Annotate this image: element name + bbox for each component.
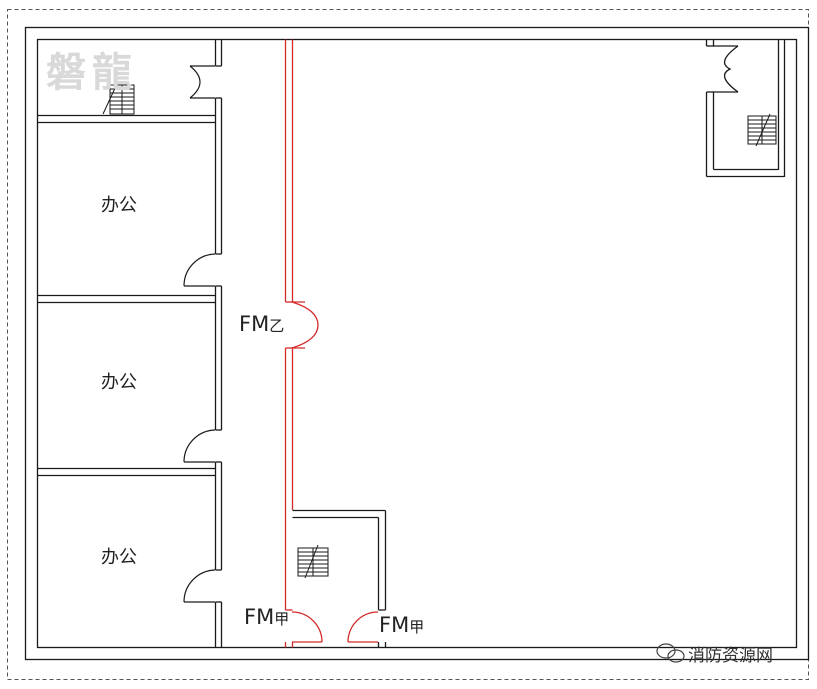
fire-door-label-a-right: FM甲	[379, 613, 424, 637]
fire-door-prefix: FM	[379, 613, 410, 637]
fire-door-grade: 甲	[274, 610, 290, 628]
stair-room-top-right	[705, 39, 786, 178]
room-label-office-1: 办公	[101, 195, 137, 216]
interior-walls	[37, 39, 223, 648]
room-label-office-3: 办公	[101, 547, 137, 568]
room-label-office-2: 办公	[101, 372, 137, 393]
fire-wall	[284, 39, 379, 648]
watermark: 消防资源网	[688, 641, 773, 666]
fire-door-label-b: FM乙	[239, 312, 284, 336]
stair-icon-center	[297, 544, 329, 579]
fire-door-grade: 甲	[409, 618, 425, 636]
stair-enclosure-center	[292, 509, 387, 648]
office-doors	[183, 65, 216, 603]
drawing-frame	[7, 9, 809, 680]
fire-door-prefix: FM	[239, 312, 270, 336]
stair-icon-top-right	[747, 113, 777, 147]
stair-icon-top-left	[102, 84, 135, 115]
fire-door-label-a-left: FM甲	[244, 605, 289, 629]
wechat-icon	[656, 643, 685, 663]
logo-text: 磐龍	[46, 49, 138, 96]
watermark-text: 消防资源网	[688, 646, 773, 666]
fire-door-grade: 乙	[269, 317, 285, 335]
exterior-wall	[24, 26, 810, 661]
fire-door-prefix: FM	[244, 605, 275, 629]
